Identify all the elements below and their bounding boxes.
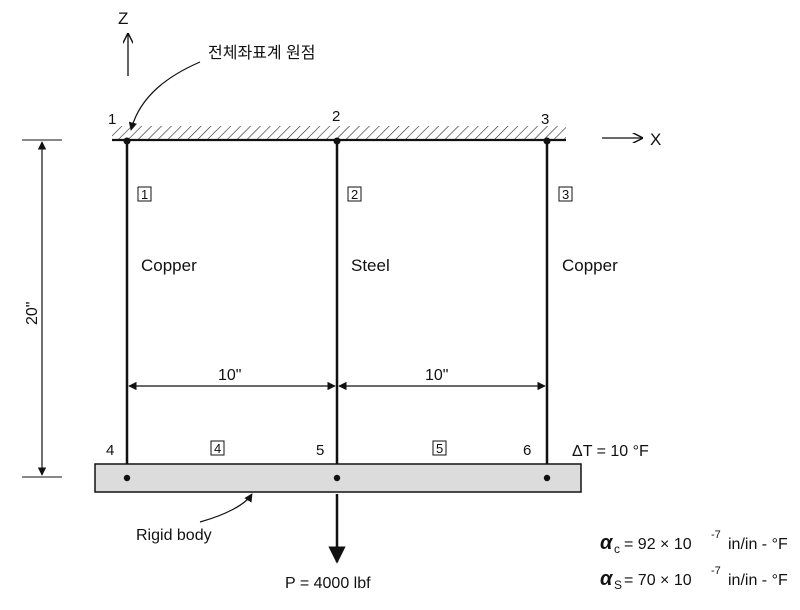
node-label-6: 6 bbox=[523, 442, 531, 459]
load-label: P = 4000 lbf bbox=[285, 575, 371, 592]
rigid-body-pointer-arrow bbox=[199, 493, 253, 523]
svg-text:= 70 × 10: = 70 × 10 bbox=[624, 572, 692, 589]
pin-node-3 bbox=[543, 137, 551, 145]
svg-text:in/in - °F: in/in - °F bbox=[728, 536, 788, 553]
svg-text:α: α bbox=[600, 532, 614, 554]
z-axis-label: Z bbox=[118, 9, 128, 28]
svg-text:1: 1 bbox=[141, 187, 148, 202]
x-axis-label: X bbox=[650, 130, 661, 149]
node-label-2: 2 bbox=[332, 108, 340, 125]
node-label-5: 5 bbox=[316, 442, 324, 459]
svg-text:= 92 × 10: = 92 × 10 bbox=[624, 536, 692, 553]
node-label-4: 4 bbox=[106, 442, 114, 459]
span-label-1: 10" bbox=[218, 367, 241, 384]
pin-node-1 bbox=[123, 137, 131, 145]
pin-node-5 bbox=[333, 474, 341, 482]
element-box-5: 5 bbox=[432, 440, 447, 456]
svg-text:S: S bbox=[614, 578, 622, 592]
svg-text:α: α bbox=[600, 568, 614, 590]
pin-node-2 bbox=[333, 137, 341, 145]
delta-t-label: ΔT = 10 °F bbox=[572, 443, 649, 460]
material-bar-2: Steel bbox=[351, 256, 390, 275]
svg-text:c: c bbox=[614, 542, 620, 556]
span-label-2: 10" bbox=[425, 367, 448, 384]
material-bar-1: Copper bbox=[141, 256, 197, 275]
rigid-body-label: Rigid body bbox=[136, 527, 212, 544]
node-label-1: 1 bbox=[108, 111, 116, 128]
element-box-1: 1 bbox=[137, 186, 152, 202]
coefficient-copper: α c = 92 × 10 -7 in/in - °F bbox=[600, 529, 788, 556]
svg-text:4: 4 bbox=[214, 441, 221, 456]
element-box-3: 3 bbox=[558, 186, 573, 202]
height-label: 20" bbox=[24, 302, 41, 325]
svg-text:3: 3 bbox=[562, 187, 569, 202]
svg-text:-7: -7 bbox=[711, 565, 721, 577]
pin-node-4 bbox=[123, 474, 131, 482]
svg-text:5: 5 bbox=[436, 441, 443, 456]
element-box-2: 2 bbox=[347, 186, 362, 202]
svg-text:-7: -7 bbox=[711, 529, 721, 541]
material-bar-3: Copper bbox=[562, 256, 618, 275]
svg-text:2: 2 bbox=[351, 187, 358, 202]
pin-node-6 bbox=[543, 474, 551, 482]
coefficient-steel: α S = 70 × 10 -7 in/in - °F bbox=[600, 565, 788, 592]
origin-pointer-arrow bbox=[128, 61, 201, 131]
element-box-4: 4 bbox=[210, 440, 225, 456]
svg-text:in/in - °F: in/in - °F bbox=[728, 572, 788, 589]
node-label-3: 3 bbox=[541, 111, 549, 128]
ceiling-hatch bbox=[112, 126, 566, 140]
origin-label: 전체좌표계 원점 bbox=[208, 44, 316, 62]
